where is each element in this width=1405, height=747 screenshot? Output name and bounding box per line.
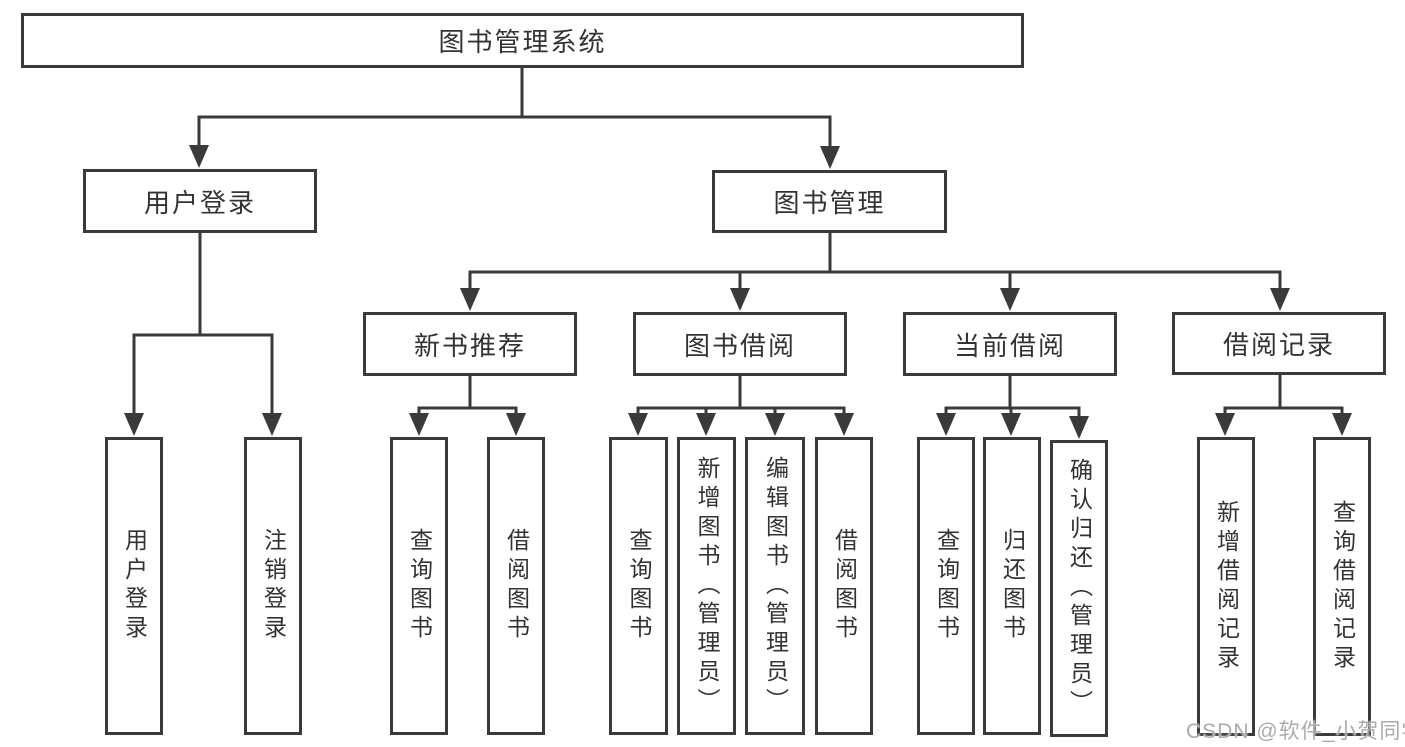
leaf-records-add-record-label: 新增借阅记录 bbox=[1213, 499, 1240, 674]
leaf-current-query-books-label: 查询图书 bbox=[933, 528, 960, 644]
leaf-current-return-books: 归还图书 bbox=[983, 437, 1041, 735]
leaf-recommend-query-books: 查询图书 bbox=[390, 437, 448, 735]
leaf-records-add-record: 新增借阅记录 bbox=[1197, 437, 1255, 736]
leaf-borrow-edit-books-admin-label: 编辑图书（管理员） bbox=[762, 455, 789, 717]
node-book-management: 图书管理 bbox=[712, 170, 947, 233]
leaf-user-login-label: 用户登录 bbox=[121, 528, 148, 644]
leaf-borrow-add-books-admin-label: 新增图书（管理员） bbox=[694, 455, 720, 717]
node-current-borrowing-label: 当前借阅 bbox=[953, 330, 1066, 361]
node-current-borrowing: 当前借阅 bbox=[903, 312, 1117, 376]
leaf-borrow-borrow-books-label: 借阅图书 bbox=[831, 528, 858, 644]
leaf-borrow-borrow-books: 借阅图书 bbox=[815, 437, 873, 735]
node-borrowing-records: 借阅记录 bbox=[1172, 312, 1386, 375]
leaf-current-query-books: 查询图书 bbox=[917, 437, 975, 735]
leaf-logout-label: 注销登录 bbox=[260, 528, 287, 644]
node-user-login-label: 用户登录 bbox=[143, 187, 256, 218]
leaf-borrow-add-books-admin: 新增图书（管理员） bbox=[677, 437, 736, 735]
leaf-recommend-query-books-label: 查询图书 bbox=[406, 528, 433, 644]
watermark: CSDN @软件_小贺同学 bbox=[1186, 720, 1405, 743]
node-new-book-recommend-label: 新书推荐 bbox=[413, 330, 526, 361]
leaf-borrow-query-books-label: 查询图书 bbox=[626, 528, 652, 644]
leaf-current-confirm-return-admin-label: 确认归还（管理员） bbox=[1066, 458, 1093, 719]
leaf-records-query-record-label: 查询借阅记录 bbox=[1329, 499, 1356, 674]
leaf-recommend-borrow-books: 借阅图书 bbox=[487, 437, 545, 735]
leaf-recommend-borrow-books-label: 借阅图书 bbox=[503, 528, 530, 644]
node-root-system: 图书管理系统 bbox=[21, 13, 1024, 68]
leaf-current-return-books-label: 归还图书 bbox=[999, 528, 1026, 644]
node-book-borrowing-label: 图书借阅 bbox=[683, 330, 796, 361]
leaf-borrow-query-books: 查询图书 bbox=[609, 437, 668, 735]
leaf-user-login: 用户登录 bbox=[105, 437, 163, 735]
leaf-records-query-record: 查询借阅记录 bbox=[1313, 437, 1371, 736]
node-borrowing-records-label: 借阅记录 bbox=[1222, 330, 1335, 360]
node-book-borrowing: 图书借阅 bbox=[633, 312, 847, 376]
node-new-book-recommend: 新书推荐 bbox=[363, 312, 577, 376]
leaf-logout: 注销登录 bbox=[244, 437, 302, 735]
leaf-borrow-edit-books-admin: 编辑图书（管理员） bbox=[745, 437, 805, 735]
node-root-label: 图书管理系统 bbox=[438, 27, 607, 57]
node-book-management-label: 图书管理 bbox=[773, 188, 886, 218]
leaf-current-confirm-return-admin: 确认归还（管理员） bbox=[1050, 440, 1108, 737]
node-user-login: 用户登录 bbox=[83, 169, 317, 233]
